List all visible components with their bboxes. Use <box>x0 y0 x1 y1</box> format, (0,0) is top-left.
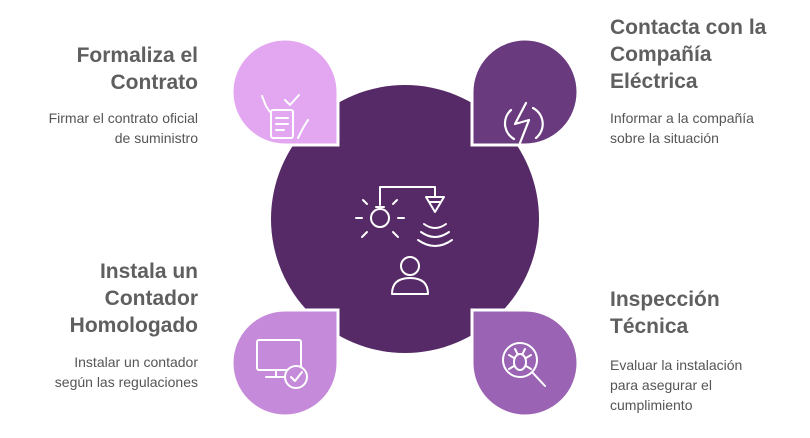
signing-contract-icon <box>261 94 309 139</box>
step-3-title-line: Contador <box>104 287 198 310</box>
step-1-description: Firmar el contrato oficial de suministro <box>49 108 198 148</box>
step-4-description-line: para asegurar el <box>610 377 712 393</box>
center-circle <box>271 85 539 353</box>
step-2-description: Informar a la compañía sobre la situació… <box>610 108 754 148</box>
step-3-description-line: según las regulaciones <box>54 374 198 390</box>
step-3-petal <box>230 308 340 418</box>
step-2-petal <box>470 37 580 147</box>
step-4-title-line: Técnica <box>610 315 689 338</box>
step-2-title: Contacta con la Compañía Eléctrica <box>610 14 766 95</box>
step-1-petal <box>230 37 340 147</box>
step-1-description-line: Firmar el contrato oficial <box>48 110 198 126</box>
step-2-description-line: Informar a la compañía <box>610 110 754 126</box>
bug-magnifier-icon <box>502 342 546 387</box>
electricity-meter-person-icon <box>355 186 453 295</box>
step-3-title-line: Homologado <box>69 314 198 337</box>
step-4-description-line: Evaluar la instalación <box>610 357 743 373</box>
step-2-title-line: Compañía <box>610 43 712 66</box>
step-2-title-line: Eléctrica <box>610 70 698 93</box>
step-1-title-line: Formaliza el <box>76 44 198 67</box>
step-1-title: Formaliza el Contrato <box>77 42 198 96</box>
step-4-title: Inspección Técnica <box>610 286 720 340</box>
step-3-description: Instalar un contador según las regulacio… <box>55 352 198 392</box>
step-2-description-line: sobre la situación <box>610 130 719 146</box>
step-3-description-line: Instalar un contador <box>74 354 198 370</box>
step-3-title-line: Instala un <box>99 260 198 283</box>
monitor-check-icon <box>256 339 308 389</box>
step-1-title-line: Contrato <box>110 71 199 94</box>
step-4-description-line: cumplimiento <box>610 397 693 413</box>
step-3-title: Instala un Contador Homologado <box>70 258 198 339</box>
step-4-title-line: Inspección <box>610 288 720 311</box>
step-2-title-line: Contacta con la <box>610 16 767 39</box>
lightning-bolt-icon <box>503 101 544 145</box>
step-1-description-line: de suministro <box>114 130 198 146</box>
step-4-description: Evaluar la instalación para asegurar el … <box>610 355 742 415</box>
